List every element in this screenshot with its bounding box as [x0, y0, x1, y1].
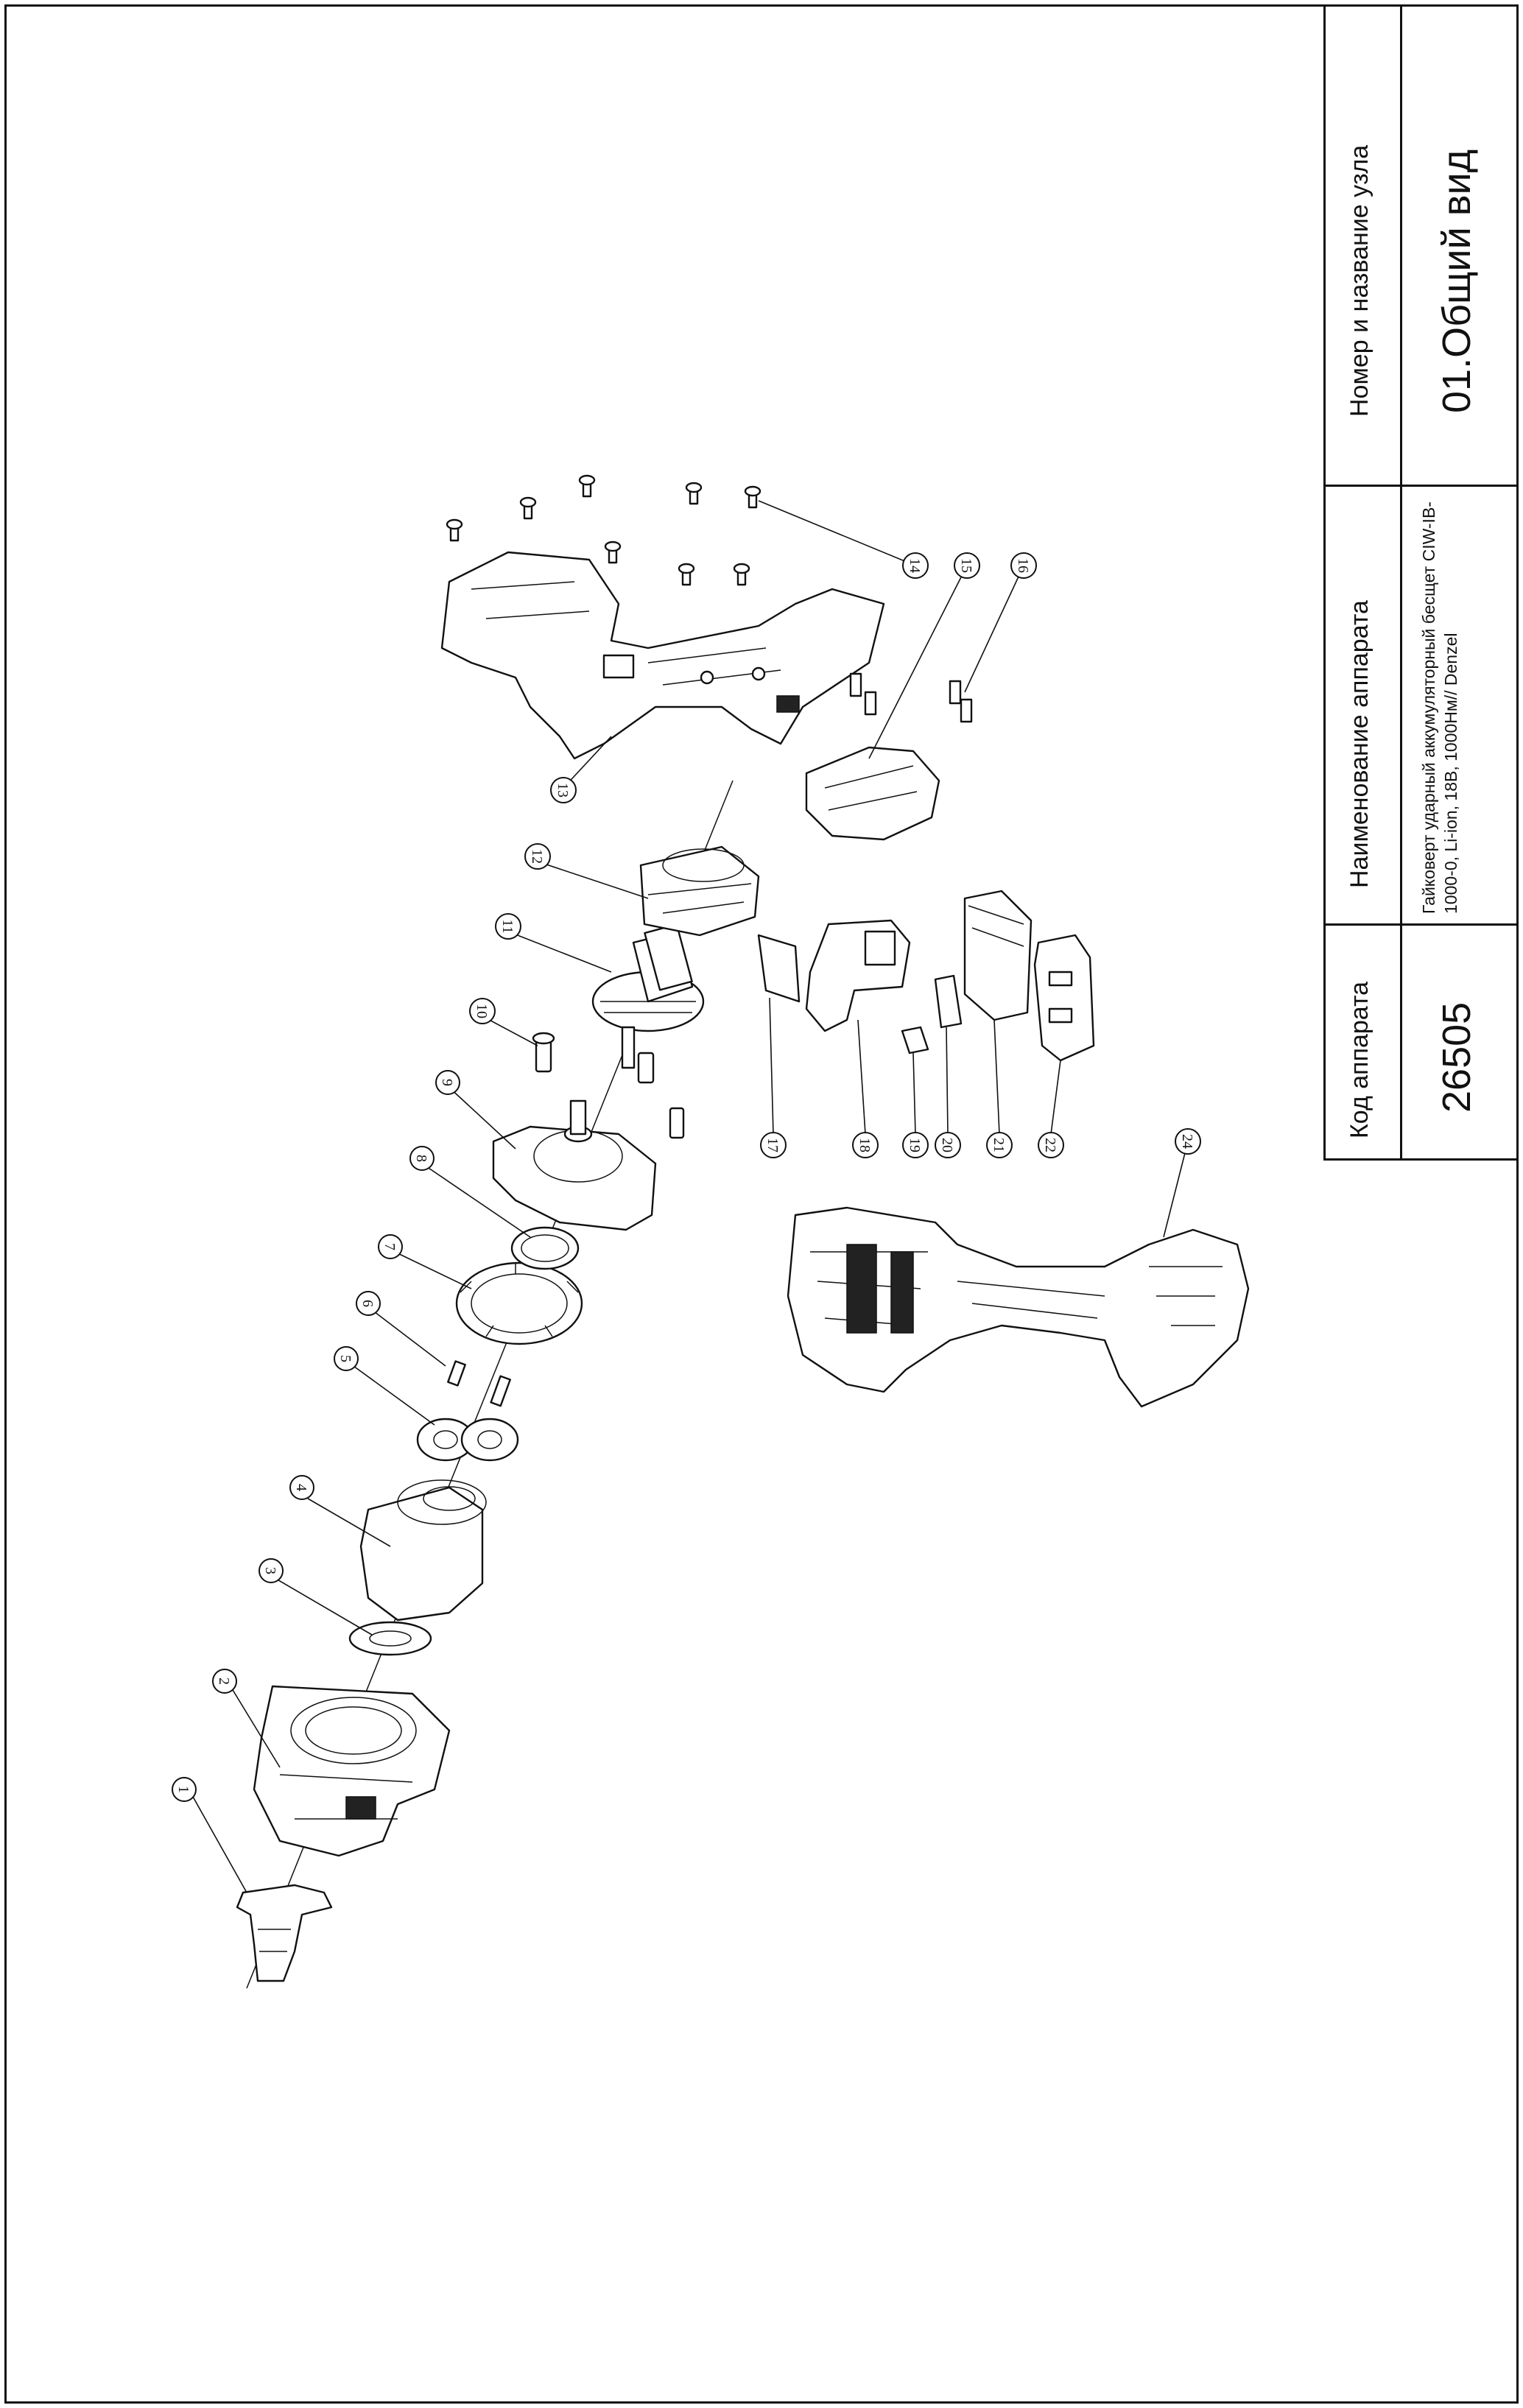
- node-value: 01.Общий вид: [1435, 149, 1479, 413]
- part-11-rotor: [591, 923, 705, 1069]
- callout-6: 6: [356, 1291, 381, 1316]
- callout-21: 21: [986, 1132, 1013, 1158]
- callout-14-label: 14: [907, 558, 923, 573]
- part-24-tool-body: [787, 1206, 1250, 1408]
- callout-10-label: 10: [474, 1004, 490, 1018]
- callout-leaders: [192, 500, 1189, 1893]
- node-header: Номер и название узла: [1346, 144, 1373, 417]
- callout-12-label: 12: [529, 849, 545, 864]
- drawing-sheet-frame: [4, 4, 1519, 2404]
- callout-18-label: 18: [857, 1138, 873, 1152]
- code-header: Код аппарата: [1346, 981, 1373, 1138]
- part-2-front-housing: [253, 1685, 451, 1857]
- callout-17: 17: [760, 1132, 787, 1158]
- part-10-screws: [532, 1032, 685, 1139]
- part-16-screws: [849, 672, 973, 723]
- part-3-washer: [348, 1621, 432, 1656]
- part-7-ring-gear: [455, 1261, 583, 1345]
- part-1-anvil: [236, 1884, 333, 1982]
- title-block: Номер и название узла 01.Общий вид Наиме…: [1323, 4, 1519, 1161]
- part-14-screws: [446, 474, 762, 586]
- callout-15-label: 15: [958, 558, 974, 573]
- part-15-cover: [805, 746, 940, 841]
- callout-14: 14: [902, 552, 929, 579]
- callout-7-label: 7: [381, 1243, 398, 1250]
- title-block-row-divider-2: [1323, 923, 1519, 926]
- callout-19: 19: [902, 1132, 929, 1158]
- callout-9: 9: [435, 1070, 460, 1095]
- part-12-stator: [639, 845, 760, 937]
- callout-10: 10: [469, 998, 496, 1024]
- callout-21-label: 21: [991, 1138, 1007, 1152]
- title-block-column-divider: [1400, 4, 1402, 1161]
- part-4-hammer: [359, 1479, 487, 1622]
- title-block-row-divider-1: [1323, 485, 1519, 487]
- callout-13: 13: [550, 777, 577, 803]
- callout-4: 4: [289, 1475, 314, 1500]
- callout-2-label: 2: [216, 1677, 232, 1685]
- part-6-pins: [447, 1360, 511, 1407]
- callout-18: 18: [852, 1132, 879, 1158]
- callout-3-label: 3: [262, 1567, 278, 1574]
- callout-1: 1: [172, 1777, 197, 1802]
- callout-16: 16: [1010, 552, 1037, 579]
- part-13-housing-half: [440, 551, 885, 760]
- callout-15: 15: [954, 552, 980, 579]
- name-value: Гайковерт ударный аккумуляторный бесщет …: [1419, 501, 1460, 914]
- callout-22-label: 22: [1042, 1138, 1058, 1152]
- callout-8-label: 8: [413, 1155, 429, 1162]
- part-5-bearings: [416, 1418, 519, 1462]
- callout-7: 7: [378, 1234, 403, 1259]
- callout-13-label: 13: [555, 783, 571, 798]
- callout-24: 24: [1175, 1128, 1201, 1155]
- part-17-plate: [757, 934, 801, 1003]
- code-value: 26505: [1435, 1001, 1479, 1113]
- part-20-led-board: [934, 974, 963, 1029]
- title-block-border-bottom: [1323, 1158, 1519, 1161]
- callout-16-label: 16: [1015, 558, 1031, 573]
- part-19-small-switch: [901, 1026, 929, 1055]
- callout-1-label: 1: [175, 1786, 191, 1793]
- part-8-o-ring: [510, 1226, 580, 1270]
- callout-12: 12: [524, 843, 551, 870]
- callout-11: 11: [495, 913, 521, 940]
- title-block-border-left: [1323, 4, 1326, 1161]
- part-21-control-board: [963, 890, 1033, 1021]
- callout-6-label: 6: [359, 1300, 376, 1307]
- callout-4-label: 4: [293, 1484, 309, 1491]
- part-9-motor-plate: [492, 1099, 657, 1231]
- callout-11-label: 11: [499, 919, 516, 933]
- part-18-trigger-switch: [805, 919, 911, 1032]
- part-22-battery-terminal: [1033, 934, 1095, 1062]
- name-header: Наименование аппарата: [1346, 600, 1373, 888]
- callout-24-label: 24: [1179, 1134, 1195, 1149]
- callout-2: 2: [212, 1669, 237, 1694]
- callout-5: 5: [334, 1346, 359, 1371]
- callout-22: 22: [1038, 1132, 1064, 1158]
- callout-20-label: 20: [939, 1138, 955, 1152]
- callout-3: 3: [258, 1558, 284, 1583]
- callout-20: 20: [935, 1132, 961, 1158]
- callout-9-label: 9: [439, 1079, 455, 1086]
- callout-5-label: 5: [337, 1355, 354, 1362]
- callout-19-label: 19: [907, 1138, 923, 1152]
- callout-8: 8: [409, 1146, 435, 1171]
- callout-17-label: 17: [764, 1138, 781, 1152]
